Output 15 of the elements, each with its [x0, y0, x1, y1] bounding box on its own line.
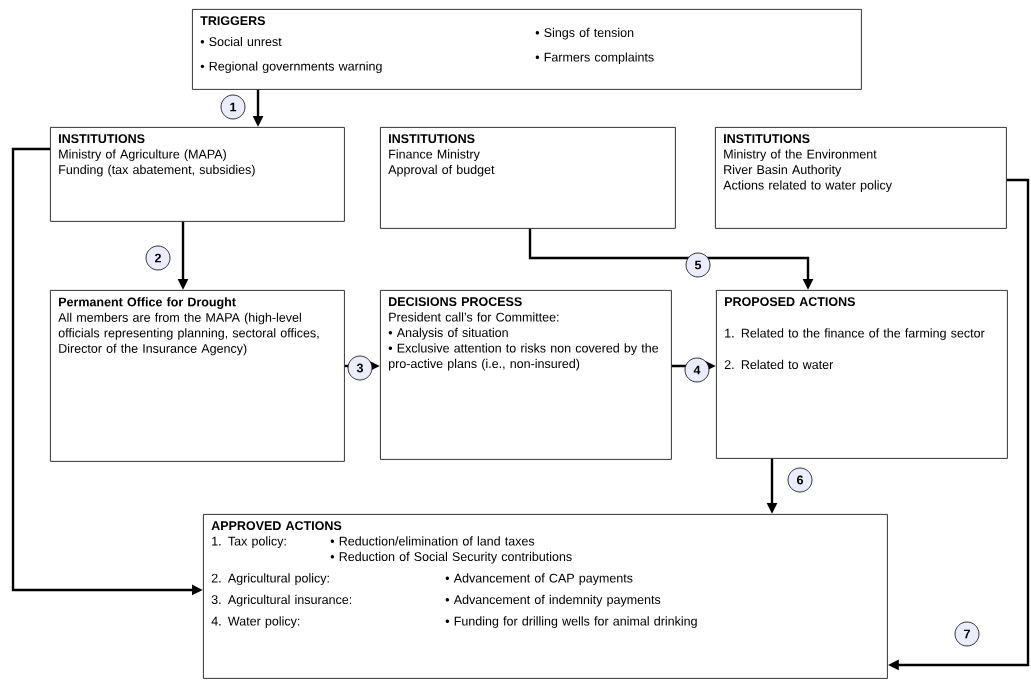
process-box: DECISIONS PROCESS President call’s for Committee: • Analysis of situation • Exclusive attention to risks non covered by the pro-active plans (i.e., non-insured) — [380, 290, 672, 460]
process-box: APPROVED ACTIONS 1. Tax policy: • Reduction/elimination of land taxes • Reduction of Social Security contributions 2. Agricultural policy: • Advancement of CAP payments 3. Agricultural insurance: • Advancement of indemnity payments 4. Water policy: • Funding for drilling wells for animal drinking — [203, 514, 888, 679]
process-box: TRIGGERS • Social unrest • Sings of tension • Regional governments warning • Farmers complaints — [192, 9, 862, 90]
edge-label: 7 — [954, 621, 980, 647]
edge-label: 2 — [145, 245, 171, 271]
edge-label: 1 — [220, 94, 246, 120]
edge-label: 6 — [787, 467, 813, 493]
process-box: INSTITUTIONS Ministry of Agriculture (MAPA) Funding (tax abatement, subsidies) — [50, 127, 345, 222]
process-box: INSTITUTIONS Ministry of the Environment River Basin Authority Actions related to water policy — [715, 127, 1007, 229]
process-box: Permanent Office for Drought All members are from the MAPA (high-level officials representing planning, sectoral offices, Director of the Insurance Agency) — [50, 290, 345, 462]
edge-label: 3 — [347, 355, 373, 381]
edge-label: 5 — [685, 252, 711, 278]
edge-label: 4 — [684, 357, 710, 383]
process-box: INSTITUTIONS Finance Ministry Approval of budget — [380, 127, 676, 229]
process-box: PROPOSED ACTIONS 1. Related to the finance of the farming sector 2. Related to water — [716, 290, 1008, 459]
